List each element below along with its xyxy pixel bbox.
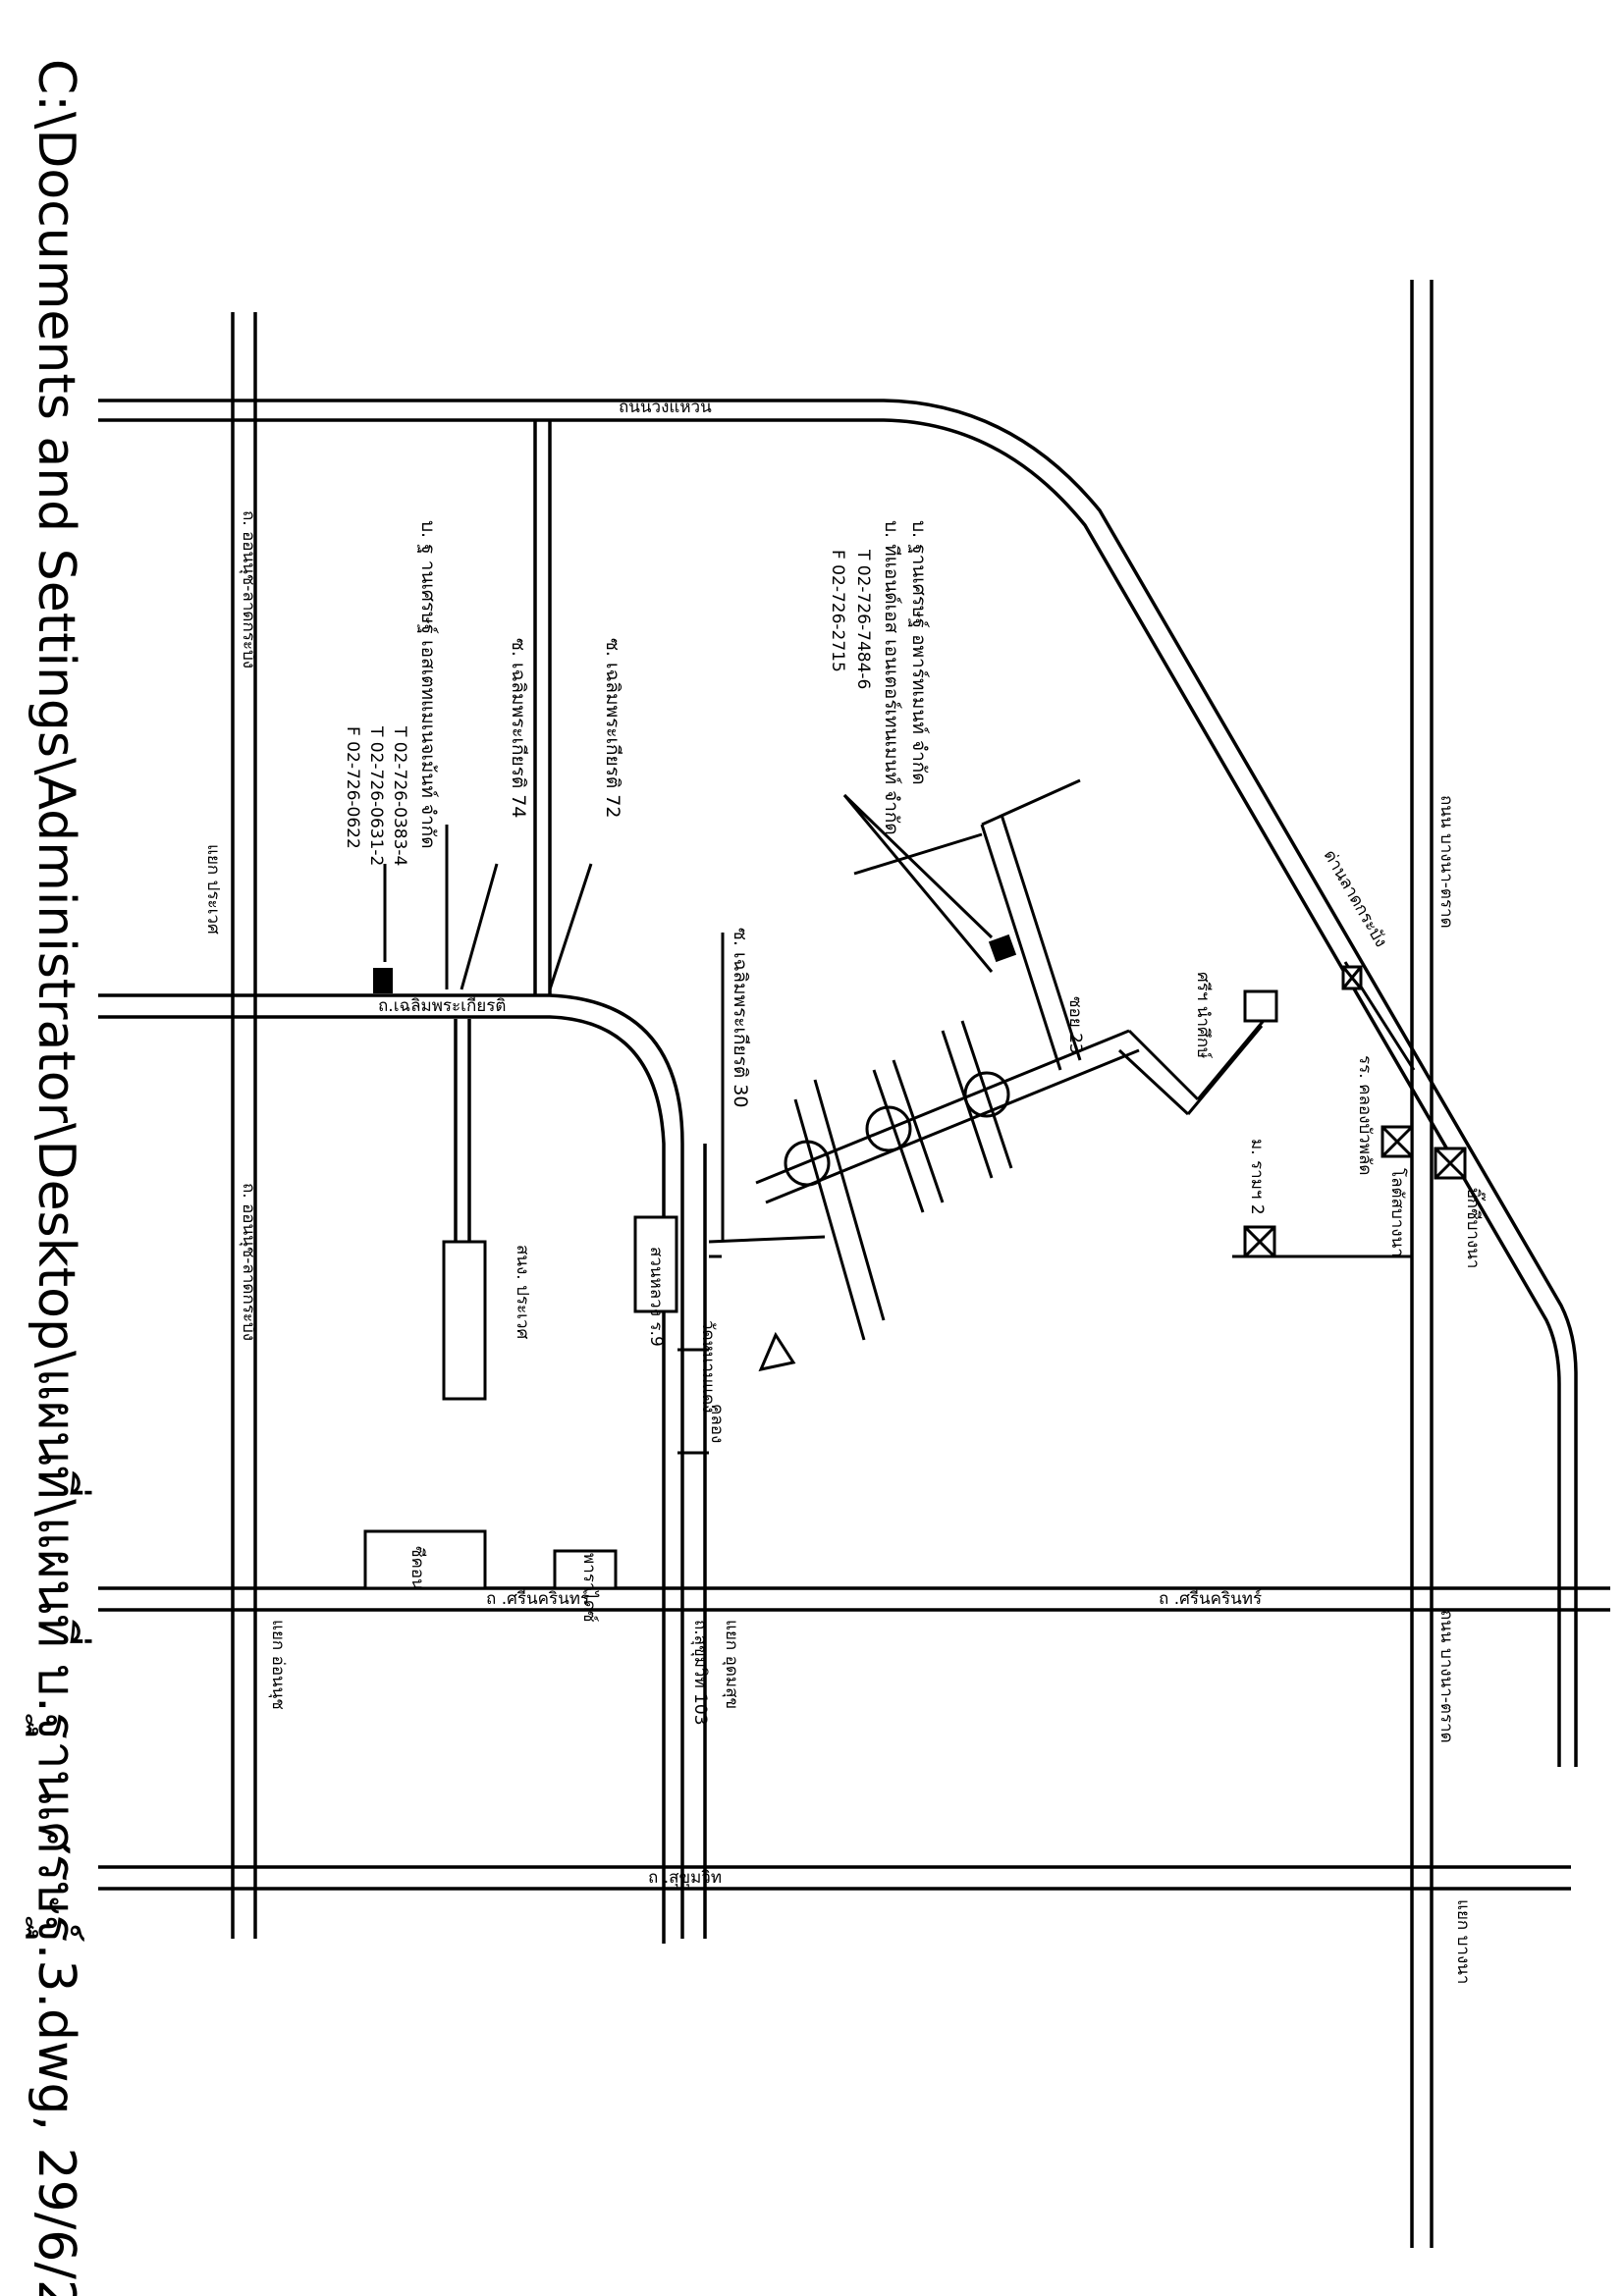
road-prawet-spur (454, 1019, 471, 1242)
road-sukhumvit-103 (680, 1144, 707, 1939)
suan-luang-rama9 (633, 1215, 678, 1313)
company-west-tel2: T 02-726-0631-2 (366, 725, 386, 866)
company-west-marker (373, 968, 393, 993)
temple-icon (758, 1331, 796, 1372)
road-soi-72 (533, 420, 552, 995)
label-prawet-junction: แยก ประเวศ (203, 844, 223, 934)
label-shop: ศรีฯ นำศึกษ์ (1193, 972, 1213, 1059)
label-prawet-district: สนง. ประเวศ (513, 1245, 532, 1340)
label-bangna-trat-top: ถนน บางนา-ตราด (1436, 795, 1456, 929)
label-toll-plaza: ด่านลาดกระบัง (1320, 847, 1391, 951)
company-west-fax: F 02-726-0622 (343, 726, 362, 849)
label-srinakarin-left: ถ .ศรีนครินทร์ (486, 1589, 589, 1609)
company-east-tel: T 02-726-7484-6 (853, 549, 873, 689)
label-onnut-latkrabang-top: ถ. อ่อนนุช-ลาดกระบัง (239, 510, 258, 668)
x-marker-1 (1341, 965, 1363, 990)
road-eastern-sois (755, 778, 1416, 1341)
company-east-line2: บ. ทีแอนด์เอส เอนเตอร์เทนเมนท์ จำกัด (881, 520, 902, 835)
label-canal-north: รร. คลองบัวพลัด (1355, 1055, 1375, 1175)
pointer-lines (383, 793, 994, 990)
label-bangna-junction: แยก บางนา (1453, 1899, 1473, 1984)
label-srinakarin-right: ถ .ศรีนครินทร์ (1159, 1589, 1262, 1609)
label-wat: วัดหนามแดง (698, 1320, 718, 1413)
label-onnut-junction: แยก อ่อนนุช (268, 1620, 288, 1710)
road-srinakarin (98, 1586, 1610, 1612)
label-suan-luang: สวนหลวง ร.9 (646, 1247, 666, 1347)
roundabouts (784, 1071, 1010, 1187)
label-udomsuk-junction: แยก อุดมสุข (722, 1620, 741, 1709)
paradise-building (553, 1549, 618, 1590)
label-soi-74: ซ. เฉลิมพระเกียรติ 74 (508, 638, 529, 818)
x-marker-lotus (1380, 1125, 1414, 1158)
label-ring-road: ถนนวงแหวน (619, 398, 712, 417)
company-west-line1: บ. ฐ านเศรษฐ์ เอสเตทแมเนจเม้นท์ จำกัด (417, 520, 439, 849)
road-soi-30 (708, 933, 826, 1258)
company-east-fax: F 02-726-2715 (828, 550, 847, 672)
label-soi-30: ซ. เฉลิมพระเกียรติ 30 (730, 928, 751, 1107)
label-sukhumvit-103: ถ.สุขุมวิท 103 (690, 1620, 710, 1726)
label-paradise: พาราไดซ์ (579, 1553, 600, 1623)
label-soi-72: ซ. เฉลิมพระเกียรติ 72 (602, 638, 623, 818)
label-big-c-bangna: บิ๊กซีบางนา (1463, 1188, 1487, 1268)
company-east-info: บ. ฐานเศรษฐ์ อพาร์ทเมนท์ จำกัด บ. ทีแอนด… (828, 520, 930, 835)
label-seacon: ซีคอน (407, 1546, 427, 1590)
label-soi-23: ซอย 23 (1065, 996, 1085, 1054)
canal-bridge (677, 1348, 709, 1455)
label-sukhumvit: ถ .สุขุมวิท (648, 1868, 722, 1888)
road-bangna-trat (1410, 280, 1434, 2248)
x-marker-bigc (1434, 1147, 1467, 1180)
prawet-district-office (442, 1240, 487, 1401)
road-sukhumvit (98, 1865, 1571, 1891)
file-path-label: C:\Documents and Settings\Administrator\… (27, 59, 92, 2296)
road-onnut-latkrabang (231, 312, 257, 1939)
label-onnut-latkrabang-bottom: ถ. อ่อนนุช-ลาดกระบัง (239, 1183, 258, 1341)
company-west-tel1: T 02-726-0383-4 (390, 725, 409, 866)
company-east-line1: บ. ฐานเศรษฐ์ อพาร์ทเมนท์ จำกัด (908, 520, 930, 785)
label-chaloem-phrakiat: ถ.เฉลิมพระเกียรติ (378, 996, 506, 1016)
label-bangna-trat-bottom: ถนน บางนา-ตราด (1436, 1610, 1456, 1743)
shop-building (1243, 989, 1278, 1023)
label-canal: คลอง (707, 1404, 727, 1443)
company-west-info: บ. ฐ านเศรษฐ์ เอสเตทแมเนจเม้นท์ จำกัด T … (343, 520, 439, 866)
road-ring-road (98, 399, 1578, 1767)
x-marker-ram2 (1243, 1225, 1276, 1258)
label-lotus-bangna: โลตัสบางนา (1387, 1168, 1408, 1257)
seacon-building (363, 1529, 487, 1590)
road-chaloem-phrakiat (98, 993, 684, 1944)
company-east-marker (988, 934, 1017, 963)
label-ramkhamhaeng-2: ม. รามฯ 2 (1247, 1139, 1267, 1215)
